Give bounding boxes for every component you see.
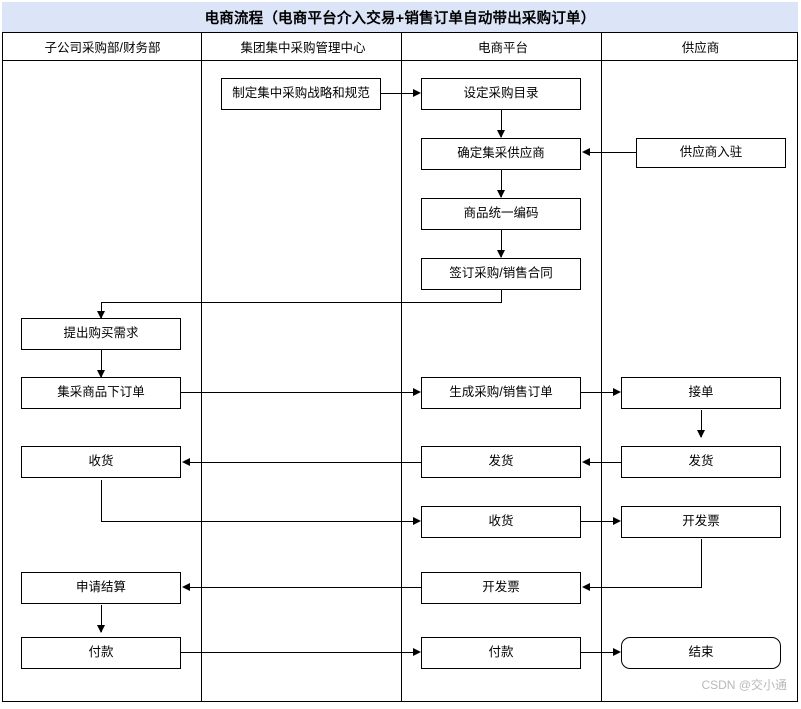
edge-payplatform-end-line xyxy=(581,652,619,653)
lane-header-supplier-label: 供应商 xyxy=(681,41,720,55)
edge-genorder-accept-arrow xyxy=(613,387,621,396)
edge-contract-demand-v2 xyxy=(101,302,102,318)
node-raise-demand-label: 提出购买需求 xyxy=(63,326,139,341)
node-invoice-platform[interactable]: 开发票 xyxy=(421,572,581,604)
node-recv-sub[interactable]: 收货 xyxy=(21,446,181,478)
node-unified-code-label: 商品统一编码 xyxy=(463,206,539,221)
edge-catalog-confirm-line xyxy=(501,110,502,137)
node-sign-contract[interactable]: 签订采购/销售合同 xyxy=(421,258,581,290)
edge-shipsupplier-shipplatform-line xyxy=(586,462,621,463)
edge-onboard-confirm-line xyxy=(586,152,636,153)
edge-strategy-catalog-line xyxy=(381,93,419,94)
lane-header-group-center: 集团集中采购管理中心 xyxy=(203,33,403,60)
lane-divider-3 xyxy=(601,33,602,702)
node-ship-supplier-label: 发货 xyxy=(688,454,714,469)
edge-invoiceplatform-settle-line xyxy=(186,587,421,588)
edge-invoicesupplier-invoiceplatform-h xyxy=(586,587,702,588)
node-recv-platform[interactable]: 收货 xyxy=(421,506,581,538)
node-recv-sub-label: 收货 xyxy=(88,454,114,469)
edge-genorder-accept-line xyxy=(581,392,619,393)
page-title: 电商流程（电商平台介入交易+销售订单自动带出采购订单） xyxy=(204,10,596,27)
edge-demand-order-line xyxy=(101,350,102,377)
edge-code-contract-arrow xyxy=(496,250,505,258)
node-supplier-onboard[interactable]: 供应商入驻 xyxy=(636,138,786,168)
node-sign-contract-label: 签订采购/销售合同 xyxy=(449,266,553,281)
node-strategy-label: 制定集中采购战略和规范 xyxy=(232,86,370,101)
node-accept-order-label: 接单 xyxy=(688,385,714,400)
edge-recvplatform-invoicesupplier-line xyxy=(581,521,619,522)
node-pay-sub[interactable]: 付款 xyxy=(21,637,181,669)
edge-paysub-payplatform-line xyxy=(181,652,419,653)
lane-header-group-center-label: 集团集中采购管理中心 xyxy=(240,41,366,55)
lane-divider-1 xyxy=(201,33,202,702)
edge-recvsub-recvplatform-h xyxy=(101,521,419,522)
node-invoice-supplier-label: 开发票 xyxy=(682,514,720,529)
edge-contract-demand-arrow xyxy=(96,311,105,319)
edge-order-genorder-arrow xyxy=(413,387,421,396)
node-catalog[interactable]: 设定采购目录 xyxy=(421,78,581,110)
edge-invoicesupplier-invoiceplatform-arrow xyxy=(582,582,590,591)
edge-shipsupplier-shipplatform-arrow xyxy=(582,457,590,466)
edge-code-contract-line xyxy=(501,230,502,257)
node-pay-sub-label: 付款 xyxy=(88,645,114,660)
lane-header-row: 子公司采购部/财务部 集团集中采购管理中心 电商平台 供应商 xyxy=(2,33,798,61)
node-place-order-label: 集采商品下订单 xyxy=(57,385,145,400)
node-supplier-onboard-label: 供应商入驻 xyxy=(679,145,743,160)
node-end-label: 结束 xyxy=(688,645,714,660)
node-recv-platform-label: 收货 xyxy=(488,514,514,529)
node-accept-order[interactable]: 接单 xyxy=(621,377,781,409)
lane-header-platform-label: 电商平台 xyxy=(477,41,528,55)
edge-payplatform-end-arrow xyxy=(613,647,621,656)
lane-header-platform: 电商平台 xyxy=(403,33,603,60)
node-end[interactable]: 结束 xyxy=(621,637,781,669)
edge-invoicesupplier-invoiceplatform-v xyxy=(701,539,702,587)
edge-paysub-payplatform-arrow xyxy=(413,647,421,656)
edge-order-genorder-line xyxy=(181,392,419,393)
edge-confirm-code-line xyxy=(501,170,502,197)
node-raise-demand[interactable]: 提出购买需求 xyxy=(21,318,181,350)
edge-strategy-catalog-arrow xyxy=(413,88,421,97)
node-pay-platform-label: 付款 xyxy=(488,645,514,660)
node-ship-platform[interactable]: 发货 xyxy=(421,446,581,478)
edge-recvplatform-invoicesupplier-arrow xyxy=(613,516,621,525)
node-ship-platform-label: 发货 xyxy=(488,454,514,469)
lane-header-subsidiary-label: 子公司采购部/财务部 xyxy=(44,41,161,55)
node-confirm-supplier-label: 确定集采供应商 xyxy=(457,146,545,161)
edge-settle-paysub-arrow xyxy=(96,625,105,633)
node-strategy[interactable]: 制定集中采购战略和规范 xyxy=(221,78,381,110)
node-pay-platform[interactable]: 付款 xyxy=(421,637,581,669)
lane-divider-2 xyxy=(401,33,402,702)
node-apply-settle[interactable]: 申请结算 xyxy=(21,572,181,604)
edge-confirm-code-arrow xyxy=(496,190,505,198)
diagram-title-band: 电商流程（电商平台介入交易+销售订单自动带出采购订单） xyxy=(2,2,798,33)
edge-accept-ship-arrow xyxy=(696,430,705,438)
edge-recvsub-recvplatform-arrow xyxy=(413,516,421,525)
edge-settle-paysub-line xyxy=(101,605,102,632)
node-gen-order-label: 生成采购/销售订单 xyxy=(449,385,553,400)
edge-onboard-confirm-arrow xyxy=(582,147,590,156)
lane-header-supplier: 供应商 xyxy=(603,33,798,60)
edge-catalog-confirm-arrow xyxy=(496,130,505,138)
edge-shipplatform-recvsub-line xyxy=(186,462,421,463)
edge-contract-demand-h xyxy=(101,302,501,303)
edge-invoiceplatform-settle-arrow xyxy=(182,582,190,591)
node-invoice-supplier[interactable]: 开发票 xyxy=(621,506,781,538)
node-confirm-supplier[interactable]: 确定集采供应商 xyxy=(421,138,581,170)
edge-shipplatform-recvsub-arrow xyxy=(182,457,190,466)
edge-demand-order-arrow xyxy=(96,370,105,378)
watermark: CSDN @交小通 xyxy=(701,678,787,692)
node-unified-code[interactable]: 商品统一编码 xyxy=(421,198,581,230)
node-place-order[interactable]: 集采商品下订单 xyxy=(21,377,181,409)
node-invoice-platform-label: 开发票 xyxy=(482,580,520,595)
edge-accept-ship-line xyxy=(701,410,702,437)
node-catalog-label: 设定采购目录 xyxy=(463,86,539,101)
edge-recvsub-recvplatform-v xyxy=(101,480,102,522)
node-gen-order[interactable]: 生成采购/销售订单 xyxy=(421,377,581,409)
node-apply-settle-label: 申请结算 xyxy=(75,580,126,595)
lane-header-subsidiary: 子公司采购部/财务部 xyxy=(2,33,203,60)
edge-contract-demand-v1 xyxy=(501,290,502,303)
node-ship-supplier[interactable]: 发货 xyxy=(621,446,781,478)
